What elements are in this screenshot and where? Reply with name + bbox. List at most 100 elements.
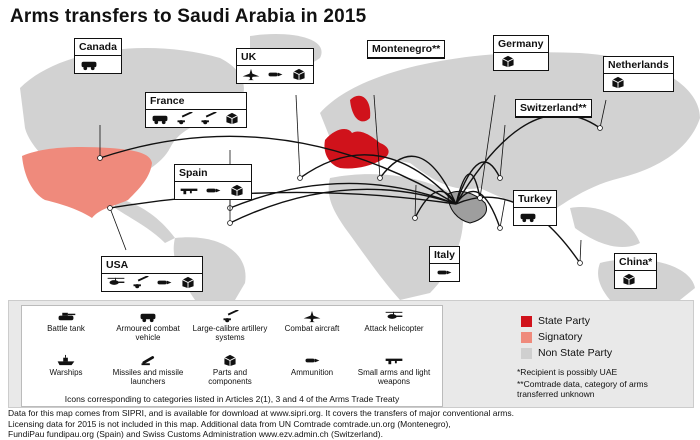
attack-helicopter-icon (107, 277, 125, 285)
exporter-icons (102, 274, 202, 291)
origin-dot (297, 175, 303, 181)
exporter-icons (604, 74, 673, 91)
legend-swatch (521, 331, 532, 343)
origin-dot (497, 225, 503, 231)
label-leader (479, 94, 496, 199)
armoured-vehicle-icon (520, 213, 536, 223)
parts-icon (612, 76, 624, 89)
armoured-vehicle-icon (81, 61, 97, 71)
label-leader (499, 199, 506, 229)
small-arms-icon (180, 188, 198, 195)
ammunition-icon (437, 270, 452, 275)
exporter-label: France (145, 92, 247, 128)
legend-entry: Non State Party (521, 347, 612, 359)
exporter-label: UK (236, 48, 314, 84)
parts-icon (293, 68, 305, 81)
attack-helicopter-icon (385, 311, 403, 319)
exporter-name: Canada (75, 39, 121, 56)
exporter-name: Spain (175, 165, 251, 182)
exporter-name: France (146, 93, 246, 110)
category-item: Parts and components (192, 354, 268, 386)
ammunition-icon (305, 358, 320, 363)
category-item: Armoured combat vehicle (110, 310, 186, 342)
exporter-name: Turkey (514, 191, 556, 208)
artillery-icon (201, 112, 217, 125)
battle-tank-icon (58, 312, 76, 321)
category-item: Battle tank (28, 310, 104, 333)
note-recipient: *Recipient is possibly UAE (517, 367, 618, 377)
category-label: Combat aircraft (284, 324, 340, 333)
southeast-asia-land (570, 207, 640, 248)
exporter-icons (615, 271, 656, 288)
label-leader (373, 94, 381, 179)
category-note: Icons corresponding to categories listed… (64, 394, 400, 404)
transfer-arrow (229, 188, 457, 224)
category-label: Large-calibre artillery systems (192, 324, 268, 342)
exporter-icons (237, 66, 313, 83)
source-footer: Data for this map comes from SIPRI, and … (8, 408, 692, 440)
ammunition-icon (206, 188, 221, 193)
warship-icon (57, 354, 75, 366)
ammunition-icon (268, 72, 283, 77)
category-item: Small arms and light weapons (356, 354, 432, 386)
origin-dot (477, 195, 483, 201)
exporter-name: UK (237, 49, 313, 66)
exporter-icons (514, 208, 556, 225)
transfer-arrow (109, 191, 457, 209)
origin-dot (577, 260, 583, 266)
category-label: Missiles and missile launchers (112, 368, 184, 386)
exporter-name: USA (102, 257, 202, 274)
exporter-label: China* (614, 253, 658, 289)
exporter-label: Germany (493, 35, 549, 71)
origin-dot (107, 205, 113, 211)
combat-aircraft-icon (303, 310, 321, 323)
category-item: Warships (28, 354, 104, 377)
transfer-arrows (99, 113, 601, 264)
exporter-name: Italy (430, 247, 460, 264)
parts-icon (226, 112, 238, 125)
transfer-arrow (455, 113, 601, 205)
exporter-label: Netherlands (603, 56, 674, 92)
exporter-label: USA (101, 256, 203, 292)
category-label: Armoured combat vehicle (116, 324, 180, 342)
parts-icon (224, 354, 236, 367)
category-item: Attack helicopter (356, 310, 432, 333)
combat-aircraft-icon (242, 68, 260, 81)
footer-line: Licensing data for 2015 is not included … (8, 418, 451, 429)
transfer-arrow (455, 190, 501, 229)
exporter-icons (430, 264, 459, 281)
exporter-name: Montenegro** (368, 41, 445, 58)
label-leader (295, 94, 301, 179)
origin-dot (377, 175, 383, 181)
category-label: Attack helicopter (364, 324, 424, 333)
category-label: Battle tank (47, 324, 85, 333)
footer-line: Data for this map comes from SIPRI, and … (8, 408, 514, 418)
origin-dot (497, 175, 503, 181)
exporter-icons (75, 56, 121, 73)
exporter-icons (146, 110, 246, 127)
transfer-arrow (229, 182, 457, 209)
footer-line: FundiPau fundipau.org (Spain) and Swiss … (8, 429, 383, 439)
origin-dot (412, 215, 418, 221)
parts-icon (231, 184, 243, 197)
legend-label: Non State Party (538, 347, 613, 359)
parts-icon (623, 273, 635, 286)
legend-swatch (521, 315, 532, 327)
label-leader (599, 99, 607, 129)
category-item: Large-calibre artillery systems (192, 310, 268, 342)
central-america-land (115, 198, 175, 243)
legend-entry: Signatory (521, 331, 582, 343)
ammunition-icon (157, 280, 172, 285)
transfer-arrow (455, 161, 501, 205)
category-item: Ammunition (274, 354, 350, 377)
category-label: Small arms and light weapons (357, 368, 431, 386)
category-label: Ammunition (290, 368, 334, 377)
exporter-name: Germany (494, 36, 548, 53)
label-leader (414, 184, 417, 219)
legend-entry: State Party (521, 315, 590, 327)
exporter-name: Switzerland** (516, 100, 591, 117)
artillery-icon (133, 276, 149, 289)
origin-dot (227, 220, 233, 226)
exporter-label: Switzerland** (515, 99, 592, 118)
transfer-arrow (299, 154, 457, 205)
